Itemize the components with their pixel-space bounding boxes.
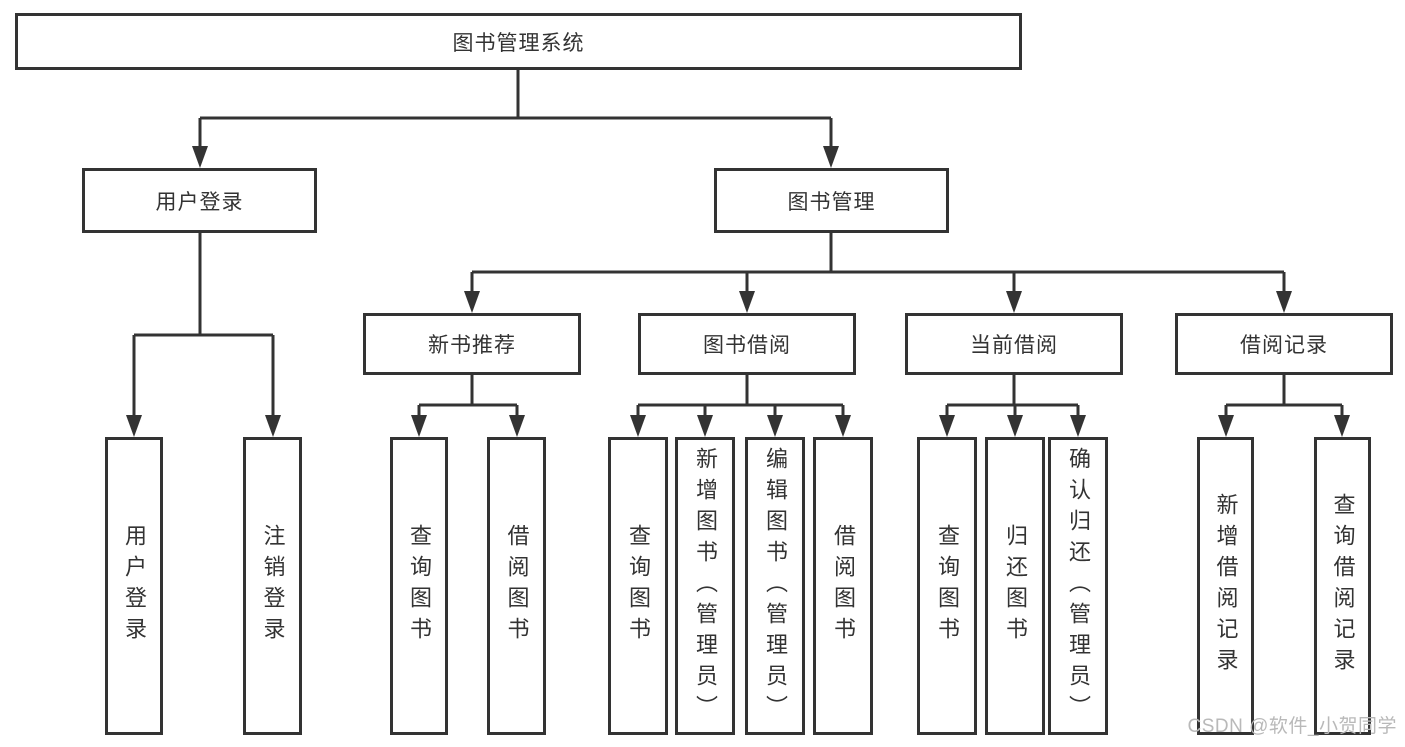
node-logout: 注销登录 [243, 437, 302, 735]
node-query-borrow-record-label: 查询借阅记录 [1330, 493, 1356, 679]
arrowheads [126, 146, 1350, 437]
node-logout-label: 注销登录 [260, 524, 286, 648]
node-return-books-label: 归还图书 [1003, 524, 1028, 648]
node-add-books-admin: 新增图书（管理员） [675, 437, 735, 735]
node-borrow-records: 借阅记录 [1175, 313, 1393, 375]
node-new-book-recommend-label: 新书推荐 [428, 334, 516, 357]
node-borrow-books-leaf-label: 借阅图书 [831, 524, 856, 648]
node-book-borrow: 图书借阅 [638, 313, 856, 375]
node-confirm-return-admin: 确认归还（管理员） [1048, 437, 1108, 735]
node-user-login-label: 用户登录 [155, 190, 244, 214]
node-book-management: 图书管理 [714, 168, 949, 233]
node-borrow-books-recommend: 借阅图书 [487, 437, 546, 735]
node-query-books-current: 查询图书 [917, 437, 977, 735]
node-add-borrow-record-label: 新增借阅记录 [1213, 493, 1239, 679]
node-add-books-admin-label: 新增图书（管理员） [693, 446, 718, 726]
node-root: 图书管理系统 [15, 13, 1022, 70]
node-query-books-recommend-label: 查询图书 [407, 524, 432, 648]
node-borrow-books-recommend-label: 借阅图书 [504, 524, 530, 648]
node-book-borrow-label: 图书借阅 [703, 334, 791, 357]
node-edit-books-admin: 编辑图书（管理员） [745, 437, 805, 735]
node-borrow-records-label: 借阅记录 [1240, 334, 1328, 357]
node-query-books-borrow-label: 查询图书 [626, 524, 651, 648]
node-query-books-current-label: 查询图书 [935, 524, 960, 648]
node-add-borrow-record: 新增借阅记录 [1197, 437, 1254, 735]
node-current-borrow-label: 当前借阅 [970, 334, 1058, 357]
node-user-login-leaf: 用户登录 [105, 437, 163, 735]
node-user-login: 用户登录 [82, 168, 317, 233]
node-edit-books-admin-label: 编辑图书（管理员） [763, 446, 788, 726]
node-return-books: 归还图书 [985, 437, 1045, 735]
node-confirm-return-admin-label: 确认归还（管理员） [1066, 446, 1091, 726]
node-query-books-recommend: 查询图书 [390, 437, 448, 735]
node-current-borrow: 当前借阅 [905, 313, 1123, 375]
node-user-login-leaf-label: 用户登录 [122, 524, 147, 648]
node-borrow-books-leaf: 借阅图书 [813, 437, 873, 735]
node-root-label: 图书管理系统 [452, 31, 585, 55]
node-book-management-label: 图书管理 [787, 190, 876, 214]
node-query-books-borrow: 查询图书 [608, 437, 668, 735]
csdn-watermark: CSDN @软件_小贺同学 [1187, 716, 1397, 737]
node-new-book-recommend: 新书推荐 [363, 313, 581, 375]
node-query-borrow-record: 查询借阅记录 [1314, 437, 1371, 735]
